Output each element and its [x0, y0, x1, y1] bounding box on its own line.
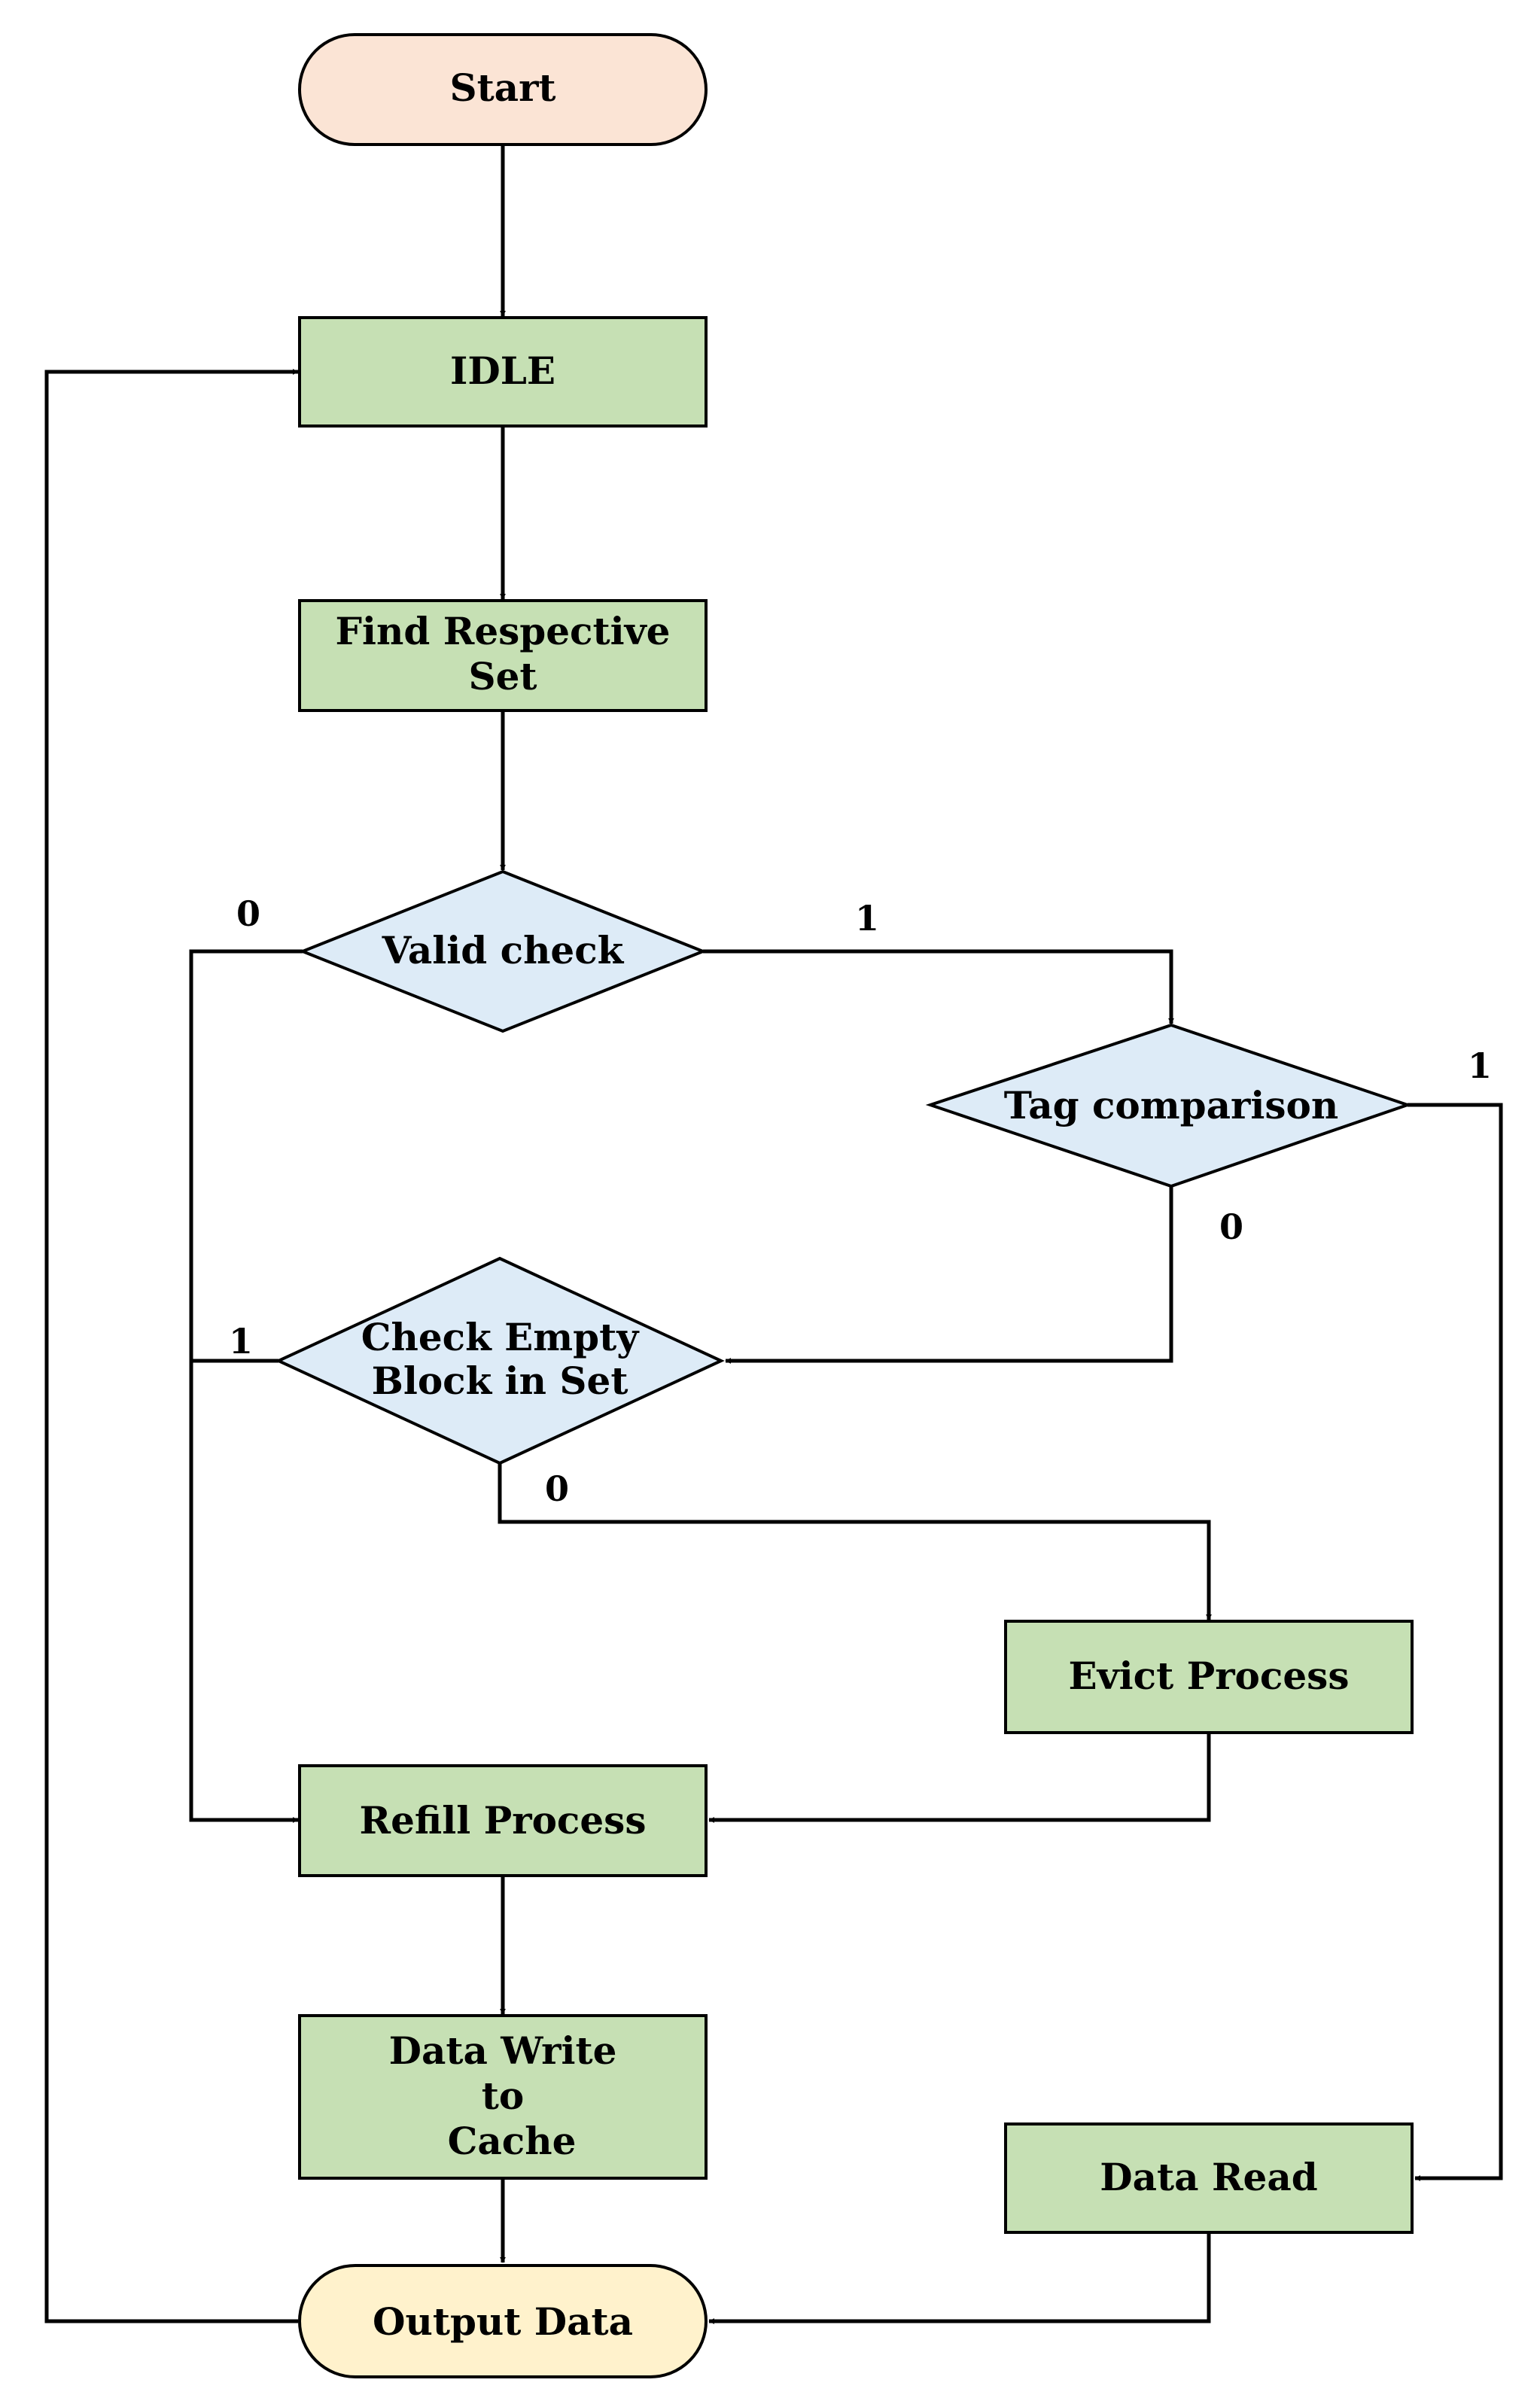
- edge-tag-1-to-data-read: [1408, 1103, 1503, 2181]
- find-set-box: [298, 599, 708, 712]
- check-empty-label-line2: Block in Set: [372, 1359, 628, 1403]
- output-label: Output Data: [373, 2299, 633, 2344]
- tag-comparison-diamond: [925, 1023, 1413, 1188]
- edge-check-empty-0-to-evict: [498, 1463, 1212, 1620]
- data-write-label-line2: to: [482, 2074, 524, 2118]
- valid-check-0-label: 0: [236, 893, 260, 934]
- tag-comparison-0-label: 0: [1219, 1207, 1243, 1247]
- start-terminal: [298, 33, 708, 146]
- check-empty-0-label: 0: [545, 1468, 569, 1509]
- valid-check-label: Valid check: [382, 928, 625, 972]
- edge-data-read-to-output: [708, 2232, 1211, 2324]
- data-write-label-line3: Cache: [448, 2119, 577, 2163]
- refill-label: Refill Process: [360, 1798, 647, 1843]
- edge-output-to-idle: [44, 369, 299, 2323]
- evict-box: [1004, 1620, 1414, 1734]
- data-read-label: Data Read: [1100, 2155, 1317, 2199]
- start-label: Start: [449, 65, 555, 110]
- idle-label: IDLE: [450, 348, 555, 393]
- edge-valid-0-to-refill: [189, 949, 303, 1823]
- find-set-label-line1: Find Respective: [336, 609, 671, 653]
- find-set-label-line2: Set: [468, 654, 537, 698]
- edge-evict-to-refill: [708, 1733, 1211, 1823]
- refill-box: [298, 1764, 708, 1877]
- tag-comparison-1-label: 1: [1468, 1045, 1492, 1086]
- data-write-label-line1: Data Write: [389, 2028, 617, 2073]
- data-read-box: [1004, 2122, 1414, 2234]
- check-empty-diamond: [275, 1256, 725, 1465]
- data-write-box: [298, 2014, 708, 2180]
- edge-tag-0-to-check-empty: [725, 1186, 1173, 1364]
- output-terminal: [298, 2264, 708, 2378]
- check-empty-1-label: 1: [229, 1321, 253, 1362]
- valid-check-diamond: [298, 869, 708, 1033]
- valid-check-1-label: 1: [855, 898, 879, 939]
- edge-valid-1-to-tag: [703, 949, 1174, 1024]
- evict-label: Evict Process: [1069, 1654, 1350, 1698]
- check-empty-label-line1: Check Empty: [361, 1315, 641, 1359]
- tag-comparison-label: Tag comparison: [1004, 1083, 1338, 1127]
- idle-box: [298, 316, 708, 428]
